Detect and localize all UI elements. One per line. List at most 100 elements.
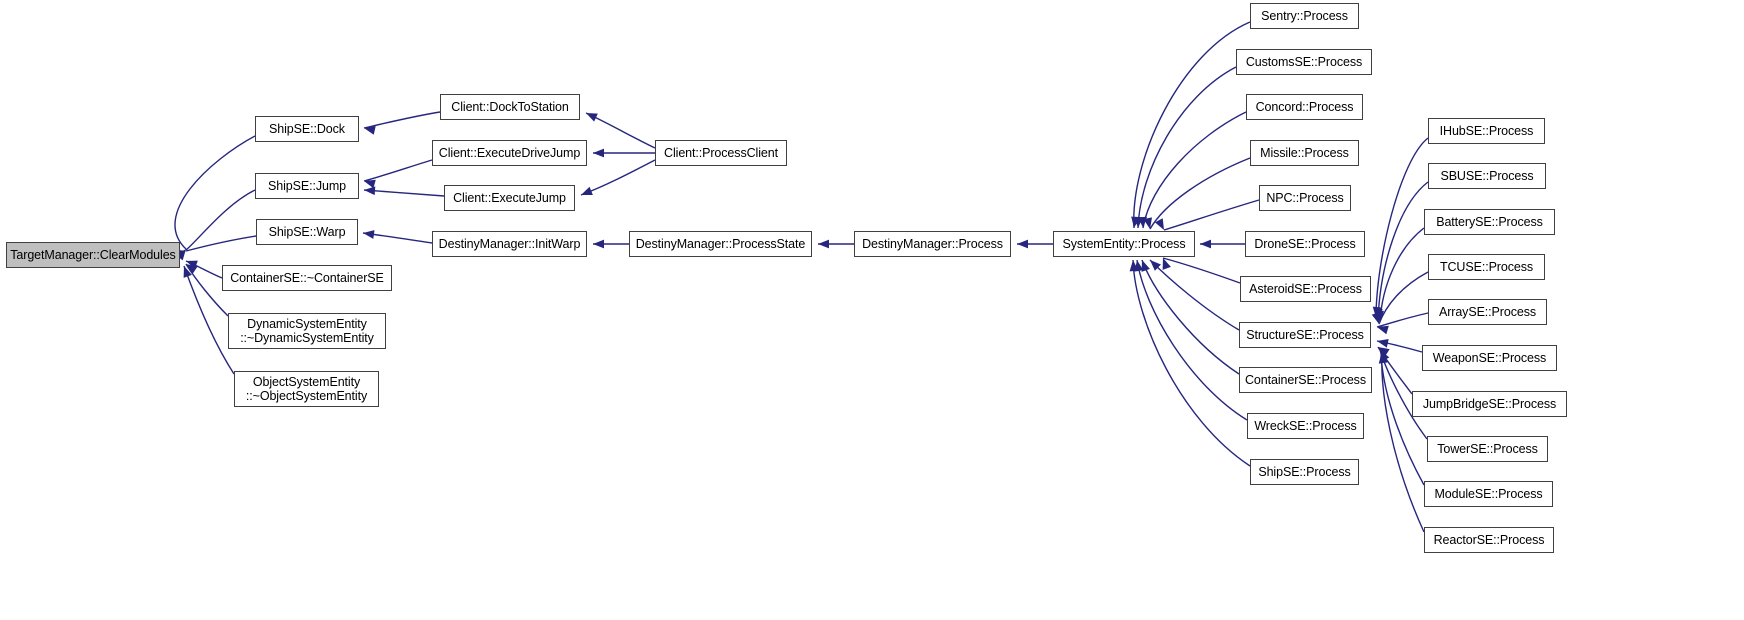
call-edge (1133, 21, 1251, 229)
call-edge (1380, 351, 1425, 486)
call-edge (1377, 346, 1413, 395)
graph-node-shipse_jump[interactable]: ShipSE::Jump (255, 173, 359, 199)
graph-node-label: WreckSE::Process (1254, 419, 1357, 433)
graph-node-missile[interactable]: Missile::Process (1250, 140, 1359, 166)
graph-node-label: ObjectSystemEntity ::~ObjectSystemEntity (245, 375, 368, 403)
graph-node-shipse_process[interactable]: ShipSE::Process (1250, 459, 1359, 485)
graph-node-asteroid[interactable]: AsteroidSE::Process (1240, 276, 1371, 302)
edge-arrowhead (1141, 260, 1150, 272)
edge-arrowhead (1373, 308, 1383, 320)
graph-node-cont_dtor[interactable]: ContainerSE::~ContainerSE (222, 265, 392, 291)
call-edge (1381, 351, 1425, 533)
call-edge (1141, 259, 1240, 375)
call-edge (1375, 137, 1429, 319)
edge-arrowhead (1200, 239, 1211, 249)
call-edge (363, 111, 441, 129)
graph-node-tower[interactable]: TowerSE::Process (1427, 436, 1548, 462)
call-edge (1163, 199, 1260, 231)
edge-arrowhead (581, 186, 593, 195)
graph-node-container[interactable]: ContainerSE::Process (1239, 367, 1372, 393)
call-edge (185, 260, 223, 279)
edge-arrowhead (593, 239, 604, 249)
graph-node-dyn_dtor[interactable]: DynamicSystemEntity ::~DynamicSystemEnti… (228, 313, 386, 349)
edge-arrowhead (183, 266, 192, 278)
graph-node-label: ShipSE::Jump (267, 179, 346, 193)
graph-node-module[interactable]: ModuleSE::Process (1424, 481, 1553, 507)
graph-node-label: JumpBridgeSE::Process (1422, 397, 1557, 411)
graph-node-exec_jump[interactable]: Client::ExecuteJump (444, 185, 575, 211)
graph-node-tcus[interactable]: TCUSE::Process (1428, 254, 1545, 280)
graph-node-wreck[interactable]: WreckSE::Process (1247, 413, 1364, 439)
call-edge (1377, 181, 1429, 321)
graph-node-customs[interactable]: CustomsSE::Process (1236, 49, 1372, 75)
graph-node-weapon[interactable]: WeaponSE::Process (1422, 345, 1557, 371)
graph-node-array[interactable]: ArraySE::Process (1428, 299, 1547, 325)
graph-node-se_process[interactable]: SystemEntity::Process (1053, 231, 1195, 257)
call-edge (185, 189, 256, 251)
graph-node-concord[interactable]: Concord::Process (1246, 94, 1363, 120)
graph-node-exec_drive_jump[interactable]: Client::ExecuteDriveJump (432, 140, 587, 166)
graph-node-npc[interactable]: NPC::Process (1259, 185, 1351, 211)
graph-node-label: Concord::Process (1255, 100, 1354, 114)
graph-node-jumpbridge[interactable]: JumpBridgeSE::Process (1412, 391, 1567, 417)
graph-node-obj_dtor[interactable]: ObjectSystemEntity ::~ObjectSystemEntity (234, 371, 379, 407)
graph-node-label: DestinyManager::Process (862, 237, 1003, 251)
edge-arrowhead (364, 179, 376, 189)
edge-arrowhead (593, 148, 604, 158)
graph-node-label: Missile::Process (1260, 146, 1349, 160)
call-edge (363, 159, 433, 182)
graph-node-label: Client::DockToStation (451, 100, 569, 114)
graph-node-label: DroneSE::Process (1254, 237, 1356, 251)
graph-node-label: TargetManager::ClearModules (10, 248, 176, 262)
graph-node-drone[interactable]: DroneSE::Process (1245, 231, 1365, 257)
graph-node-ihub[interactable]: IHubSE::Process (1428, 118, 1545, 144)
graph-node-dm_process[interactable]: DestinyManager::Process (854, 231, 1011, 257)
graph-node-sentry[interactable]: Sentry::Process (1250, 3, 1359, 29)
edge-arrowhead (586, 113, 598, 122)
call-edge (174, 135, 256, 250)
graph-node-shipse_warp[interactable]: ShipSE::Warp (256, 219, 358, 245)
graph-node-label: Client::ProcessClient (664, 146, 778, 160)
call-edge (1376, 340, 1423, 353)
call-edge (1379, 227, 1425, 323)
edge-arrowhead (1372, 306, 1382, 318)
graph-node-label: TCUSE::Process (1439, 260, 1534, 274)
graph-node-root[interactable]: TargetManager::ClearModules (6, 242, 180, 268)
graph-node-label: ContainerSE::Process (1245, 373, 1366, 387)
graph-node-label: CustomsSE::Process (1245, 55, 1363, 69)
call-edge (585, 112, 656, 149)
graph-node-battery[interactable]: BatterySE::Process (1424, 209, 1555, 235)
call-edge (1132, 259, 1251, 467)
graph-node-label: IHubSE::Process (1439, 124, 1534, 138)
graph-node-label: ArraySE::Process (1438, 305, 1537, 319)
graph-node-label: AsteroidSE::Process (1249, 282, 1362, 296)
edge-arrowhead (363, 230, 375, 239)
graph-node-label: TowerSE::Process (1437, 442, 1538, 456)
edge-arrowhead (1377, 338, 1389, 348)
graph-node-reactor[interactable]: ReactorSE::Process (1424, 527, 1554, 553)
edge-arrowhead (818, 239, 829, 249)
edge-arrowhead (186, 260, 198, 269)
graph-node-process_state[interactable]: DestinyManager::ProcessState (629, 231, 812, 257)
call-edge (580, 159, 656, 196)
edge-arrowhead (1150, 260, 1161, 271)
edge-arrowhead (1134, 260, 1144, 272)
edge-arrowhead (1371, 312, 1381, 324)
graph-node-structure[interactable]: StructureSE::Process (1239, 322, 1371, 348)
graph-node-shipse_dock[interactable]: ShipSE::Dock (255, 116, 359, 142)
call-edge (1149, 157, 1251, 230)
edge-arrowhead (1375, 310, 1385, 322)
graph-node-process_client[interactable]: Client::ProcessClient (655, 140, 787, 166)
graph-node-label: ModuleSE::Process (1434, 487, 1543, 501)
edge-arrowhead (1143, 217, 1153, 229)
graph-node-label: DynamicSystemEntity ::~DynamicSystemEnti… (240, 317, 374, 345)
call-edge (1149, 259, 1240, 331)
graph-node-init_warp[interactable]: DestinyManager::InitWarp (432, 231, 587, 257)
graph-node-sbus[interactable]: SBUSE::Process (1428, 163, 1546, 189)
edge-arrowhead (1380, 350, 1390, 362)
graph-node-label: Sentry::Process (1261, 9, 1348, 23)
graph-node-dock_to_station[interactable]: Client::DockToStation (440, 94, 580, 120)
edge-arrowhead (1378, 352, 1388, 364)
edge-arrowhead (1138, 216, 1148, 228)
